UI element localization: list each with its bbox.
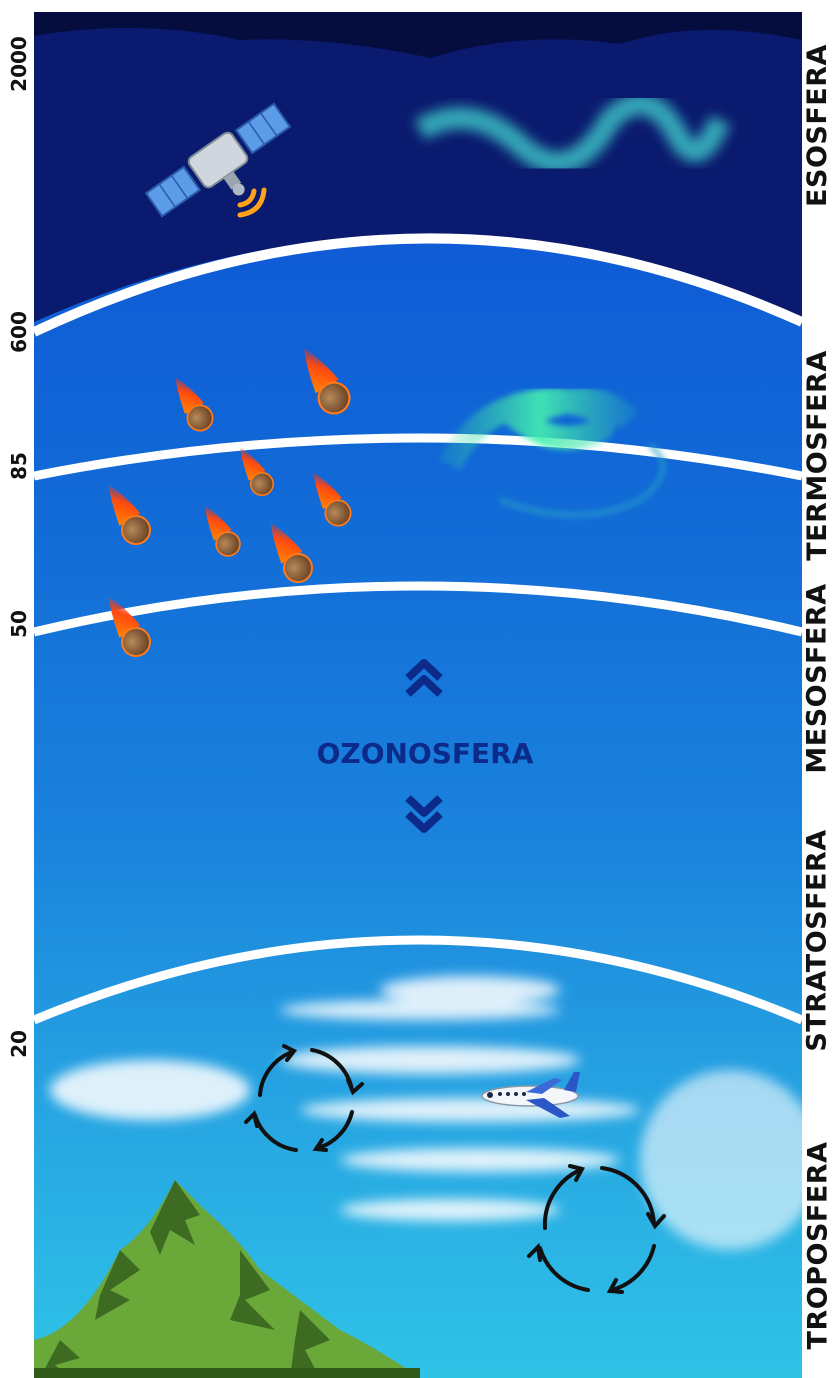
boundary-esosfera-termosfera [31,233,805,337]
aurora-icon [439,387,666,518]
meteor-icon [175,377,214,432]
satellite-icon [144,102,292,218]
ozonosfera-label: OZONOSFERA [316,737,534,770]
meteor-icon [303,348,351,415]
meteor-icon [108,597,151,657]
altitude-label-20: 20 [7,1030,31,1058]
altitude-label-600: 600 [7,311,31,353]
mountain-icon [34,1180,420,1378]
layer-label-troposfera: TROPOSFERA [802,1141,834,1349]
boundary-mesosfera-stratosfera [32,581,804,637]
meteor-icon [108,485,151,545]
double-chevron-up-icon [405,659,443,697]
esosfera-region [34,12,802,322]
meteor-icon [313,472,352,527]
aurora-icon [414,93,731,174]
altitude-label-50: 50 [7,610,31,638]
layer-label-esosfera: ESOSFERA [802,43,833,207]
airplane-icon [481,1072,580,1118]
circulation-icon [244,1044,364,1152]
signal-waves-icon [237,187,267,218]
altitude-label-85: 85 [7,452,31,480]
meteor-icon [270,523,313,583]
layer-label-mesosfera: MESOSFERA [802,582,834,774]
boundary-stratosfera-troposfera [32,935,804,1025]
circulation-icon [527,1164,666,1294]
layer-label-termosfera: TERMOSFERA [802,349,833,561]
boundary-termosfera-mesosfera [33,433,803,481]
double-chevron-down-icon [405,795,443,833]
meteor-icon [204,505,241,557]
altitude-label-2000: 2000 [7,36,32,92]
meteor-icon [240,448,275,497]
layer-label-stratosfera: STRATOSFERA [802,828,833,1052]
esosfera-top-edge [34,12,802,58]
